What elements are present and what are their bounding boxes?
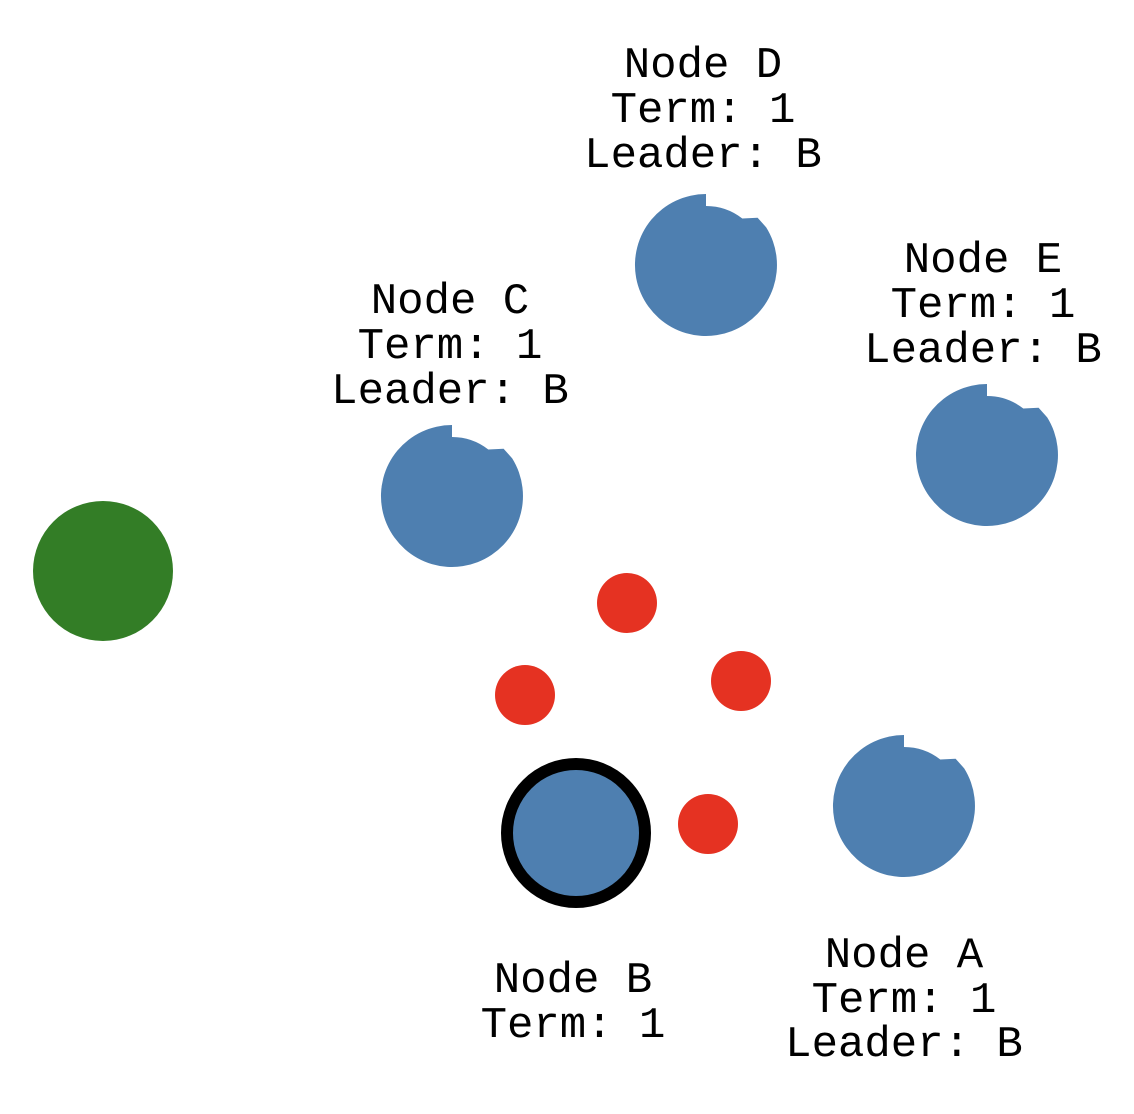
node-d-circle [634,194,777,336]
node-e-name-line: Node E [904,236,1062,286]
node-c-name-line: Node C [371,277,529,327]
node-e-circle [915,384,1058,526]
message-dot [495,665,555,725]
node-b-term-line: Term: 1 [481,1001,666,1051]
message-dot [711,651,771,711]
node-a-term-line: Term: 1 [812,976,997,1026]
node-b-name-line: Node B [494,956,652,1006]
message-dot [678,794,738,854]
node-c-term-line: Term: 1 [358,322,543,372]
node-b-circle [501,758,651,908]
node-c-leader-line: Leader: B [331,367,569,417]
node-a-name-line: Node A [825,931,984,981]
message-dot [597,573,657,633]
node-d-timer-shape [634,194,777,336]
node-d-name-line: Node D [624,41,782,91]
node-c-circle [380,425,523,567]
node-b-label: Node B Term: 1 [481,956,666,1051]
node-c-timer-shape [380,425,523,567]
node-a-label: Node A Term: 1 Leader: B [785,931,1023,1070]
node-a-leader-line: Leader: B [785,1020,1023,1070]
node-e-label: Node E Term: 1 Leader: B [864,236,1102,376]
node-e-leader-line: Leader: B [864,326,1102,376]
node-a-circle [832,735,975,877]
node-d-leader-line: Leader: B [584,131,822,181]
node-a-timer-shape [832,735,975,877]
node-e-term-line: Term: 1 [891,281,1076,331]
node-d-term-line: Term: 1 [611,86,796,136]
node-c-label: Node C Term: 1 Leader: B [331,277,569,417]
node-e-timer-shape [915,384,1058,526]
node-d-label: Node D Term: 1 Leader: B [584,41,822,181]
green-node-circle [33,501,173,641]
